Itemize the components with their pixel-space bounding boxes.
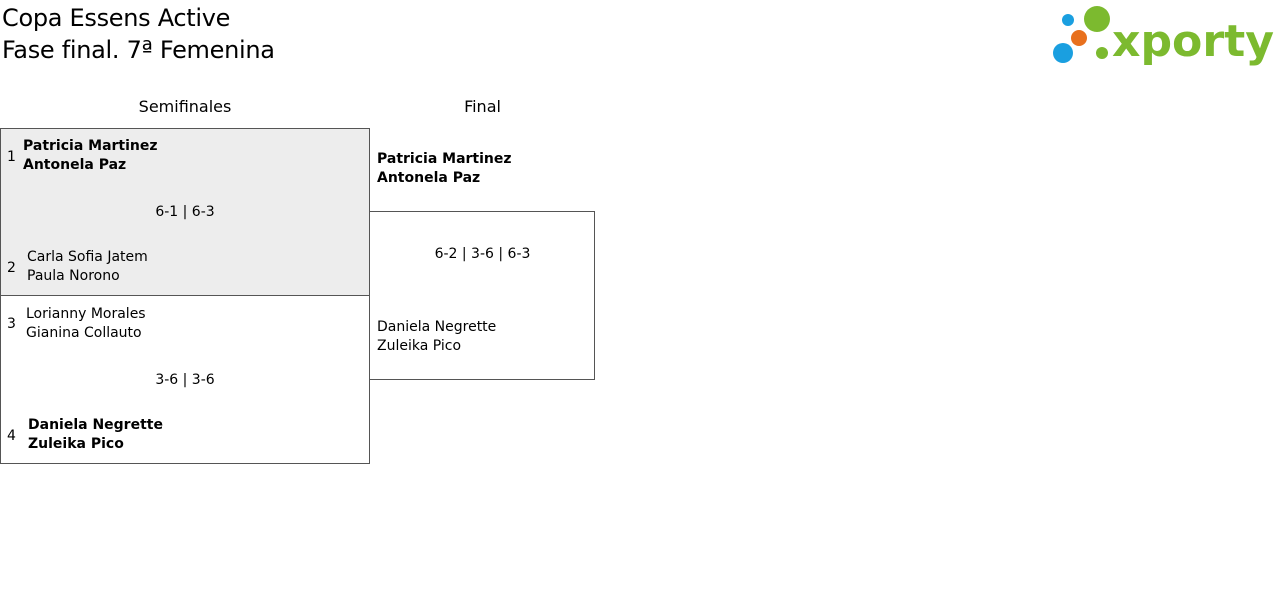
player-name: Zuleika Pico bbox=[377, 338, 462, 354]
seed-number: 2 bbox=[7, 260, 16, 276]
semifinal-match-1[interactable] bbox=[0, 128, 370, 296]
final-match[interactable] bbox=[369, 211, 595, 380]
team-entry-winner[interactable]: Patricia Martinez Antonela Paz bbox=[23, 137, 158, 175]
match-score: 3-6 | 3-6 bbox=[155, 372, 215, 388]
logo-dot-green-small bbox=[1096, 47, 1108, 59]
player-name: Gianina Collauto bbox=[26, 325, 142, 341]
logo-dot-blue-large bbox=[1053, 43, 1073, 63]
seed-number: 4 bbox=[7, 428, 16, 444]
team-entry[interactable]: Daniela Negrette Zuleika Pico bbox=[377, 318, 496, 356]
round-final-header: Final bbox=[464, 97, 501, 116]
seed-number: 3 bbox=[7, 316, 16, 332]
semifinal-match-2[interactable] bbox=[0, 295, 370, 464]
seed-number: 1 bbox=[7, 149, 16, 165]
tournament-title: Copa Essens Active bbox=[2, 4, 231, 32]
player-name: Patricia Martinez bbox=[23, 138, 158, 154]
logo-wordmark: xporty bbox=[1112, 16, 1274, 66]
player-name: Antonela Paz bbox=[377, 170, 481, 186]
match-score: 6-1 | 6-3 bbox=[155, 204, 215, 220]
player-name: Zuleika Pico bbox=[28, 436, 124, 452]
round-semifinals-header: Semifinales bbox=[138, 97, 232, 116]
team-entry[interactable]: Carla Sofia Jatem Paula Norono bbox=[27, 248, 148, 286]
player-name: Daniela Negrette bbox=[28, 417, 163, 433]
match-score: 6-2 | 3-6 | 6-3 bbox=[434, 246, 531, 262]
team-entry[interactable]: Lorianny Morales Gianina Collauto bbox=[26, 305, 146, 343]
logo-dot-blue-small bbox=[1062, 14, 1074, 26]
logo-dot-green bbox=[1084, 6, 1110, 32]
player-name: Daniela Negrette bbox=[377, 319, 497, 335]
logo-dot-orange bbox=[1071, 30, 1087, 46]
phase-title: Fase final. 7ª Femenina bbox=[2, 36, 275, 64]
team-entry-winner[interactable]: Daniela Negrette Zuleika Pico bbox=[28, 416, 163, 454]
player-name: Paula Norono bbox=[27, 268, 120, 284]
player-name: Antonela Paz bbox=[23, 157, 127, 173]
team-entry-winner[interactable]: Patricia Martinez Antonela Paz bbox=[377, 150, 512, 188]
player-name: Patricia Martinez bbox=[377, 151, 512, 167]
player-name: Carla Sofia Jatem bbox=[27, 249, 148, 265]
xporty-logo[interactable]: xporty bbox=[1050, 4, 1276, 66]
player-name: Lorianny Morales bbox=[26, 306, 146, 322]
